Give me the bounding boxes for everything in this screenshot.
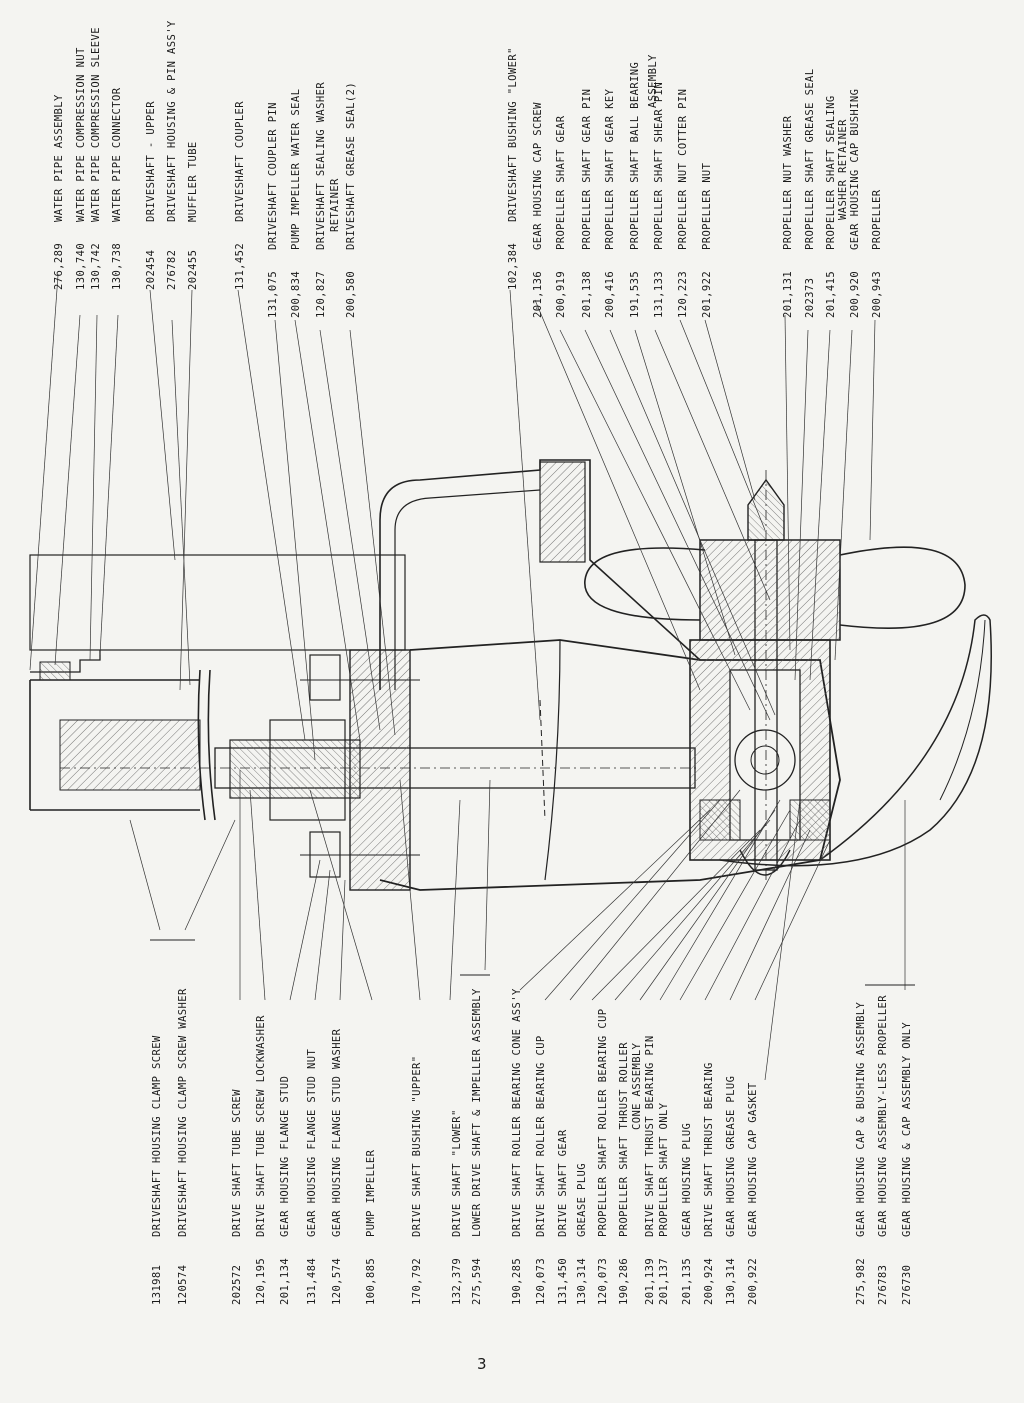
part-label-276782: 276782DRIVESHAFT HOUSING & PIN ASS'Y: [166, 20, 178, 290]
part-label-170792: 170,792DRIVE SHAFT BUSHING "UPPER": [411, 1055, 423, 1305]
propeller-shaft-gear: [734, 729, 796, 791]
part-label-120073b: 120,073PROPELLER SHAFT ROLLER BEARING CU…: [597, 1008, 609, 1305]
muffler-tube: [29, 554, 406, 651]
part-label-120827-line2: RETAINER: [329, 178, 341, 232]
part-label-131452: 131,452DRIVESHAFT COUPLER: [234, 101, 246, 290]
part-label-132379: 132,379DRIVE SHAFT "LOWER": [451, 1109, 463, 1305]
skeg: [719, 614, 992, 867]
part-label-131075: 131,075DRIVESHAFT COUPLER PIN: [267, 102, 279, 318]
part-label-131450: 131,450DRIVE SHAFT GEAR: [557, 1129, 569, 1305]
part-label-201136: 201,136GEAR HOUSING CAP SCREW: [532, 102, 544, 318]
part-label-120073: 120,073DRIVE SHAFT ROLLER BEARING CUP: [535, 1035, 547, 1305]
part-label-202572: 202572DRIVE SHAFT TUBE SCREW: [231, 1089, 243, 1305]
part-label-200943: 200,943PROPELLER: [871, 189, 883, 319]
part-label-130740: 130,740WATER PIPE COMPRESSION NUT: [75, 47, 87, 290]
part-label-201415-line2: WASHER RETAINER: [837, 119, 849, 220]
part-label-201138: 201,138PROPELLER SHAFT GEAR PIN: [581, 88, 593, 318]
propeller-blade-left: [584, 547, 706, 621]
part-label-120827: 120,827DRIVESHAFT SEALING WASHER: [315, 81, 327, 318]
part-label-120195: 120,195DRIVE SHAFT TUBE SCREW LOCKWASHER: [255, 1015, 267, 1305]
part-label-201137: 201,137PROPELLER SHAFT ONLY: [658, 1102, 670, 1305]
part-label-131484: 131,484GEAR HOUSING FLANGE STUD NUT: [306, 1048, 318, 1305]
part-label-190286-line2: CONE ASSEMBLY: [631, 1042, 643, 1130]
part-label-202373: 202373PROPELLER SHAFT GREASE SEAL: [804, 68, 816, 318]
gear-housing-body: [379, 639, 841, 891]
part-label-190285: 190,285DRIVE SHAFT ROLLER BEARING CONE A…: [511, 988, 523, 1305]
part-label-100885: 100,885PUMP IMPELLER: [365, 1149, 377, 1305]
part-label-200924: 200,924DRIVE SHAFT THRUST BEARING: [703, 1062, 715, 1305]
part-label-131133: 131,133PROPELLER SHAFT SHEAR PIN: [653, 81, 665, 318]
propeller-hub: [699, 539, 841, 641]
part-label-201135: 201,135GEAR HOUSING PLUG: [681, 1122, 693, 1305]
pump-impeller: [269, 719, 346, 821]
part-label-200416: 200,416PROPELLER SHAFT GEAR KEY: [604, 88, 616, 318]
part-label-120223: 120,223PROPELLER NUT COTTER PIN: [677, 88, 689, 318]
water-intake-housing: [379, 459, 701, 690]
part-label-275982: 275,982GEAR HOUSING CAP & BUSHING ASSEMB…: [855, 1001, 867, 1305]
part-label-200834: 200,834PUMP IMPELLER WATER SEAL: [290, 88, 302, 318]
propeller-nut: [747, 478, 785, 541]
part-label-200922: 200,922GEAR HOUSING CAP GASKET: [747, 1082, 759, 1305]
part-label-130314: 130,314GREASE PLUG: [576, 1163, 588, 1305]
leader-lines: [29, 274, 906, 1081]
part-label-200920: 200,920GEAR HOUSING CAP BUSHING: [849, 88, 861, 318]
part-label-275594: 275,594LOWER DRIVE SHAFT & IMPELLER ASSE…: [471, 988, 483, 1305]
part-label-120574b: 120,574GEAR HOUSING FLANGE STUD WASHER: [331, 1028, 343, 1305]
part-label-190286: 190,286PROPELLER SHAFT THRUST ROLLER: [618, 1042, 630, 1305]
part-label-201415: 201,415PROPELLER SHAFT SEALING: [825, 95, 837, 318]
driveshaft-coupler: [229, 739, 361, 799]
part-label-202454: 202454DRIVESHAFT - UPPER: [145, 101, 157, 290]
part-label-276783: 276783GEAR HOUSING ASSEMBLY-LESS PROPELL…: [877, 995, 889, 1305]
part-label-131981: 131981DRIVESHAFT HOUSING CLAMP SCREW: [151, 1035, 163, 1305]
part-label-276730: 276730GEAR HOUSING & CAP ASSEMBLY ONLY: [901, 1021, 913, 1305]
part-label-201134: 201,134GEAR HOUSING FLANGE STUD: [279, 1075, 291, 1305]
part-label-102384: 102,384DRIVESHAFT BUSHING "LOWER": [507, 47, 519, 290]
part-label-276289: 276,289WATER PIPE ASSEMBLY: [53, 94, 65, 290]
part-label-201922: 201,922PROPELLER NUT: [701, 162, 713, 318]
page-number: 3: [477, 1355, 487, 1373]
part-label-200580: 200,580DRIVESHAFT GREASE SEAL(2): [345, 81, 357, 318]
part-label-201131: 201,131PROPELLER NUT WASHER: [782, 115, 794, 318]
part-label-200919: 200,919PROPELLER SHAFT GEAR: [555, 115, 567, 318]
part-label-130738: 130,738WATER PIPE CONNECTOR: [111, 87, 123, 290]
part-label-202455: 202455MUFFLER TUBE: [187, 141, 199, 290]
part-label-191535: 191,535PROPELLER SHAFT BALL BEARING: [629, 61, 641, 318]
part-label-201139: 201,139DRIVE SHAFT THRUST BEARING PIN: [644, 1035, 656, 1305]
part-label-130314b: 130,314GEAR HOUSING GREASE PLUG: [725, 1075, 737, 1305]
part-label-130742: 130,742WATER PIPE COMPRESSION SLEEVE: [90, 27, 102, 290]
part-label-120574: 120574DRIVESHAFT HOUSING CLAMP SCREW WAS…: [177, 988, 189, 1305]
propeller-blade-right: [839, 546, 966, 629]
